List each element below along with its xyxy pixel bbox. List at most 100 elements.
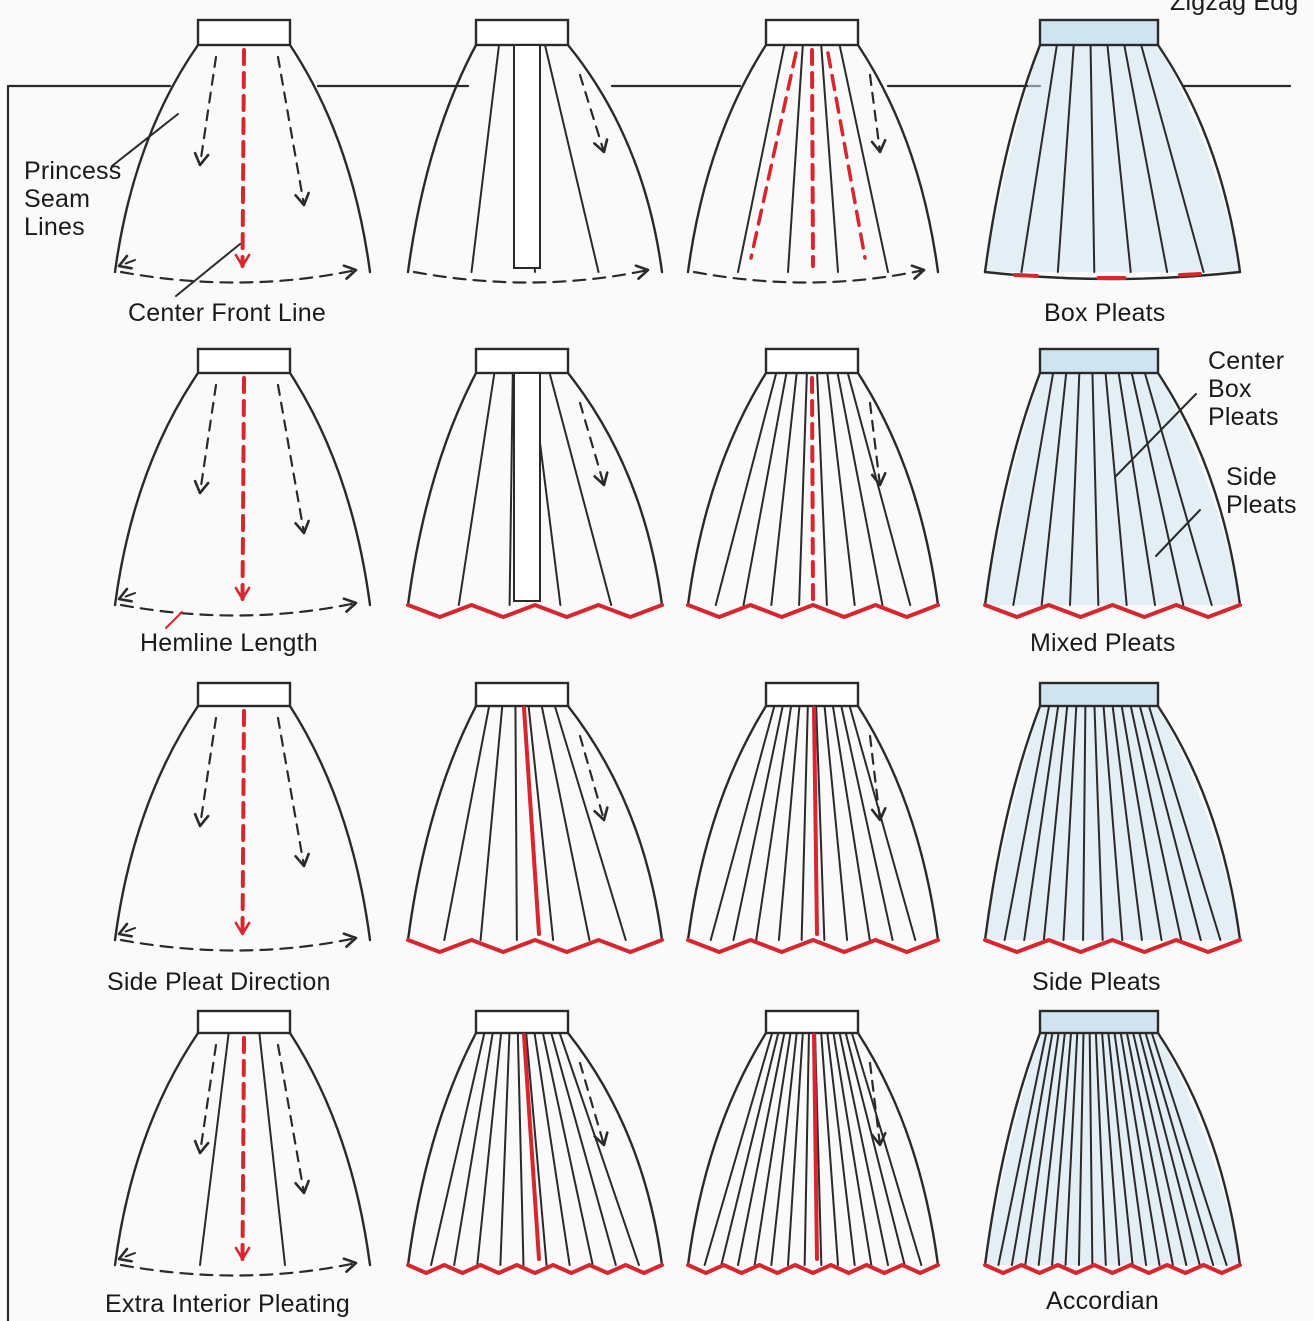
skirt-r2-c2-side-arrow-head	[593, 471, 609, 487]
skirt-r3-c1-left-edge	[113, 704, 200, 942]
skirt-r4-c1-hemline	[119, 1261, 358, 1277]
skirt-r1-c4-right-edge	[1156, 43, 1242, 274]
skirt-r2-c1-arrow-right-line	[276, 383, 306, 535]
hemline-length-label: Hemline Length	[140, 629, 318, 657]
skirt-r1-c1-waistband	[196, 18, 292, 47]
skirt-r3-c4-left-edge	[983, 704, 1042, 942]
skirt-r3-c3-pleat-line	[800, 705, 809, 941]
side-pleat-direction-label: Side Pleat Direction	[107, 968, 331, 996]
skirt-r3-c3	[686, 681, 940, 954]
skirt-r4-c1-hem-arrow-left-line	[118, 1252, 136, 1260]
skirt-r1-c2-pleat-line	[544, 44, 600, 273]
center-box-pleats-line-1: Center	[1208, 347, 1285, 375]
skirt-r2-c3-side-arrow-head	[870, 471, 887, 487]
skirt-r4-c3-pleat-line	[844, 1032, 906, 1266]
skirt-r3-c4-waistband	[1038, 681, 1160, 708]
skirt-r1-c4-pleat-line	[1106, 44, 1132, 273]
skirt-r4-c2-pleat-line	[476, 1032, 503, 1266]
skirt-r4-c2-pleat-line	[533, 1032, 571, 1266]
skirt-r3-c3-pleat-line	[823, 705, 849, 941]
skirt-r2-c1-waistband	[196, 347, 292, 375]
skirt-r3-c1-waistband	[196, 681, 292, 708]
skirt-r4-c2-right-edge	[566, 1031, 664, 1267]
skirt-r1-c2-side-arrow-line	[578, 73, 606, 154]
skirt-r4-c3-pleat-line	[826, 1032, 856, 1266]
skirt-r2-c3-pleat-line	[846, 372, 912, 606]
skirt-r3-c4-zigzag-hem	[983, 938, 1242, 954]
skirt-r4-c3-pleat-line	[737, 1032, 786, 1266]
skirt-r1-c2	[406, 18, 664, 284]
skirt-r4-c4-waistband	[1038, 1009, 1160, 1035]
skirt-r1-c4-pleat-line	[1140, 44, 1205, 273]
skirt-r1-c3-hemline-head	[910, 264, 926, 280]
skirt-r2-c1-arrow-left-line	[198, 383, 218, 495]
skirt-r4-c1	[113, 1009, 372, 1277]
skirt-r4-c2-pleat-line	[525, 1032, 548, 1266]
skirt-r4-c3-pleat-line	[787, 1032, 804, 1266]
skirt-r4-c4-pleat-line	[1010, 1032, 1054, 1266]
skirt-r1-c3-side-arrow-head	[870, 138, 887, 154]
skirt-r4-c1-hemline-head	[342, 1257, 358, 1273]
skirt-r3-c1-hemline	[119, 936, 358, 952]
skirt-r1-c4-box-pleat-mark-right	[1178, 272, 1202, 277]
skirt-r2-c2	[406, 347, 664, 619]
skirt-r4-c2-side-arrow-line	[578, 1061, 606, 1147]
skirt-r4-c4-shade	[985, 1033, 1240, 1265]
skirt-r4-c3-pleat-line	[753, 1032, 792, 1266]
skirt-r2-c4-pleat-line	[1040, 372, 1068, 606]
skirt-r3-c4-pleat-line	[1082, 705, 1087, 941]
skirt-r3-c4-pleat-line	[1023, 705, 1060, 941]
skirt-r2-c3-center-line	[810, 376, 815, 601]
skirt-r4-c3-pleat-line	[703, 1032, 774, 1266]
skirt-r3-c3-center-line	[812, 706, 819, 936]
side-pleats-callout-label: Side Pleats	[1226, 463, 1297, 519]
skirt-r1-c3-pleat-line	[787, 44, 804, 273]
skirt-r2-c2-pleat-line	[457, 372, 496, 606]
skirt-r2-c3-side-arrow-line	[868, 401, 882, 487]
skirt-r3-c2-center-line	[522, 706, 541, 936]
frame-line-left	[6, 84, 172, 1321]
skirt-r1-c1-hemline-head	[342, 264, 358, 280]
skirt-r4-c4-pleat-line	[1051, 1032, 1073, 1266]
skirt-r2-c1-center-arrow-head	[234, 586, 251, 601]
skirt-r1-c4	[983, 18, 1242, 281]
skirt-r3-c3-pleat-line	[848, 705, 917, 941]
skirt-r1-c2-left-edge	[406, 43, 478, 274]
skirt-r3-c1-hem-arrow-left-head	[117, 922, 133, 938]
skirt-r1-c3-side-arrow-line	[868, 73, 882, 154]
princess-seam-lines-label: Princess Seam Lines	[24, 157, 121, 241]
skirt-r2-c4-pleat-line	[1130, 372, 1185, 606]
skirt-r2-c3-waistband	[764, 347, 860, 375]
skirt-r3-c2	[406, 681, 664, 954]
box-pleats-label: Box Pleats	[1044, 299, 1166, 327]
side-pleats-label: Side Pleats	[1032, 968, 1161, 996]
skirt-r4-c2-pleat-line	[541, 1032, 594, 1266]
princess-seam-leader	[111, 113, 179, 167]
skirt-r1-c3-pleat-line	[737, 44, 786, 273]
skirt-r4-c4-pleat-line	[1037, 1032, 1066, 1266]
skirt-r1-c1-arrow-right-line	[276, 55, 306, 207]
skirt-r2-c1-hem-arrow-left-head	[117, 587, 133, 603]
skirt-r1-c4-pleat-line	[1056, 44, 1075, 273]
skirt-r4-c3-pleat-line	[820, 1032, 839, 1266]
skirt-r2-c4-zigzag-hem	[983, 603, 1242, 619]
skirt-r2-c3-pleat-line	[742, 372, 788, 606]
skirt-r2-c2-right-edge	[566, 371, 664, 607]
skirt-r1-c1-hem-arrow-left-line	[118, 259, 136, 267]
skirt-r2-c3-pleat-line	[826, 372, 856, 606]
skirt-r3-c3-pleat-line	[840, 705, 894, 941]
center-box-pleats-line-3: Pleats	[1208, 403, 1279, 431]
skirt-r3-c4-pleat-line	[1042, 705, 1069, 941]
skirt-r4-c1-pleat-line	[199, 1032, 230, 1266]
skirt-r1-c3-left-edge	[686, 43, 768, 274]
skirt-r2-c2-pleat-line	[508, 372, 514, 606]
skirt-r3-c2-pleat-line	[514, 705, 518, 941]
skirt-r4-c4-pleat-line	[1144, 1032, 1215, 1266]
skirt-r1-c3-side-line-right	[826, 51, 867, 260]
skirt-r4-c3-pleat-line	[720, 1032, 780, 1266]
skirt-r3-c1-right-edge	[288, 704, 372, 942]
skirt-r2-c2-zigzag-hem	[406, 603, 664, 619]
skirt-r4-c4-pleat-line	[1094, 1032, 1107, 1266]
skirt-r4-c4-right-edge	[1156, 1031, 1242, 1267]
